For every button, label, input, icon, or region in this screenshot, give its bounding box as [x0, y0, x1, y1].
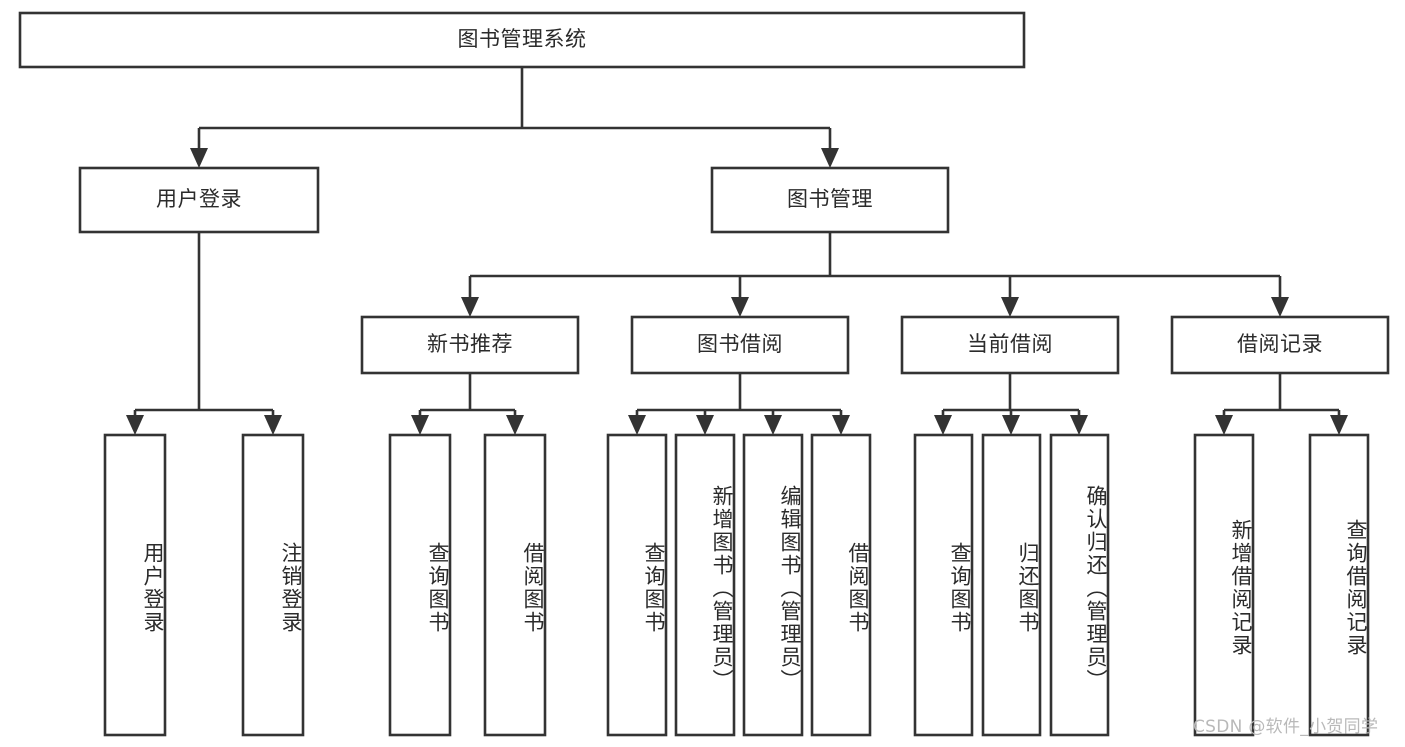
recommend-to-leaves-arrow-0 [411, 415, 429, 435]
node-leaf-query-book-borrow-box[interactable] [606, 433, 668, 737]
bookmanage-to-level3-arrow-0 [461, 297, 479, 317]
borrowrecord-to-leaves-arrow-1 [1330, 415, 1348, 435]
node-leaf-confirm-return-admin-box[interactable] [1049, 433, 1110, 737]
node-leaf-add-borrow-record-box[interactable] [1193, 433, 1255, 737]
userlogin-to-leaves-arrow-1 [264, 415, 282, 435]
node-leaf-query-book-rec-box[interactable] [388, 433, 452, 737]
currentborrow-to-leaves-arrow-2 [1070, 415, 1088, 435]
node-shapes [18, 11, 1390, 737]
borrowrecord-to-leaves-arrow-0 [1215, 415, 1233, 435]
node-leaf-edit-book-admin-box[interactable] [742, 433, 804, 737]
bookmanage-to-level3-arrow-3 [1271, 297, 1289, 317]
root-node-title-box[interactable] [18, 11, 1026, 69]
watermark-text: CSDN @软件_小贺同学 [1193, 717, 1379, 737]
node-leaf-query-borrow-record-box[interactable] [1308, 433, 1370, 737]
node-new-book-recommend-box[interactable] [360, 315, 580, 375]
node-book-borrow-box[interactable] [630, 315, 850, 375]
root-to-level2-arrow-0 [190, 148, 208, 168]
bookborrow-to-leaves-arrow-2 [764, 415, 782, 435]
bookmanage-to-level3-arrow-1 [731, 297, 749, 317]
bookborrow-to-leaves-arrow-1 [696, 415, 714, 435]
bookmanage-to-level3-arrow-2 [1001, 297, 1019, 317]
node-leaf-user-logout-box[interactable] [241, 433, 305, 737]
userlogin-to-leaves-arrow-0 [126, 415, 144, 435]
node-leaf-return-book-box[interactable] [981, 433, 1042, 737]
node-user-login-box[interactable] [78, 166, 320, 234]
node-leaf-user-login-box[interactable] [103, 433, 167, 737]
node-leaf-borrow-book-rec-box[interactable] [483, 433, 547, 737]
currentborrow-to-leaves-arrow-1 [1002, 415, 1020, 435]
node-current-borrow-box[interactable] [900, 315, 1120, 375]
recommend-to-leaves-arrow-1 [506, 415, 524, 435]
node-leaf-borrow-book-box[interactable] [810, 433, 872, 737]
root-to-level2-arrow-1 [821, 148, 839, 168]
node-book-manage-box[interactable] [710, 166, 950, 234]
bookborrow-to-leaves-arrow-0 [628, 415, 646, 435]
currentborrow-to-leaves-arrow-0 [934, 415, 952, 435]
connector-lines [126, 67, 1348, 435]
node-borrow-record-box[interactable] [1170, 315, 1390, 375]
bookborrow-to-leaves-arrow-3 [832, 415, 850, 435]
node-leaf-add-book-admin-box[interactable] [674, 433, 736, 737]
node-leaf-query-book-current-box[interactable] [913, 433, 974, 737]
